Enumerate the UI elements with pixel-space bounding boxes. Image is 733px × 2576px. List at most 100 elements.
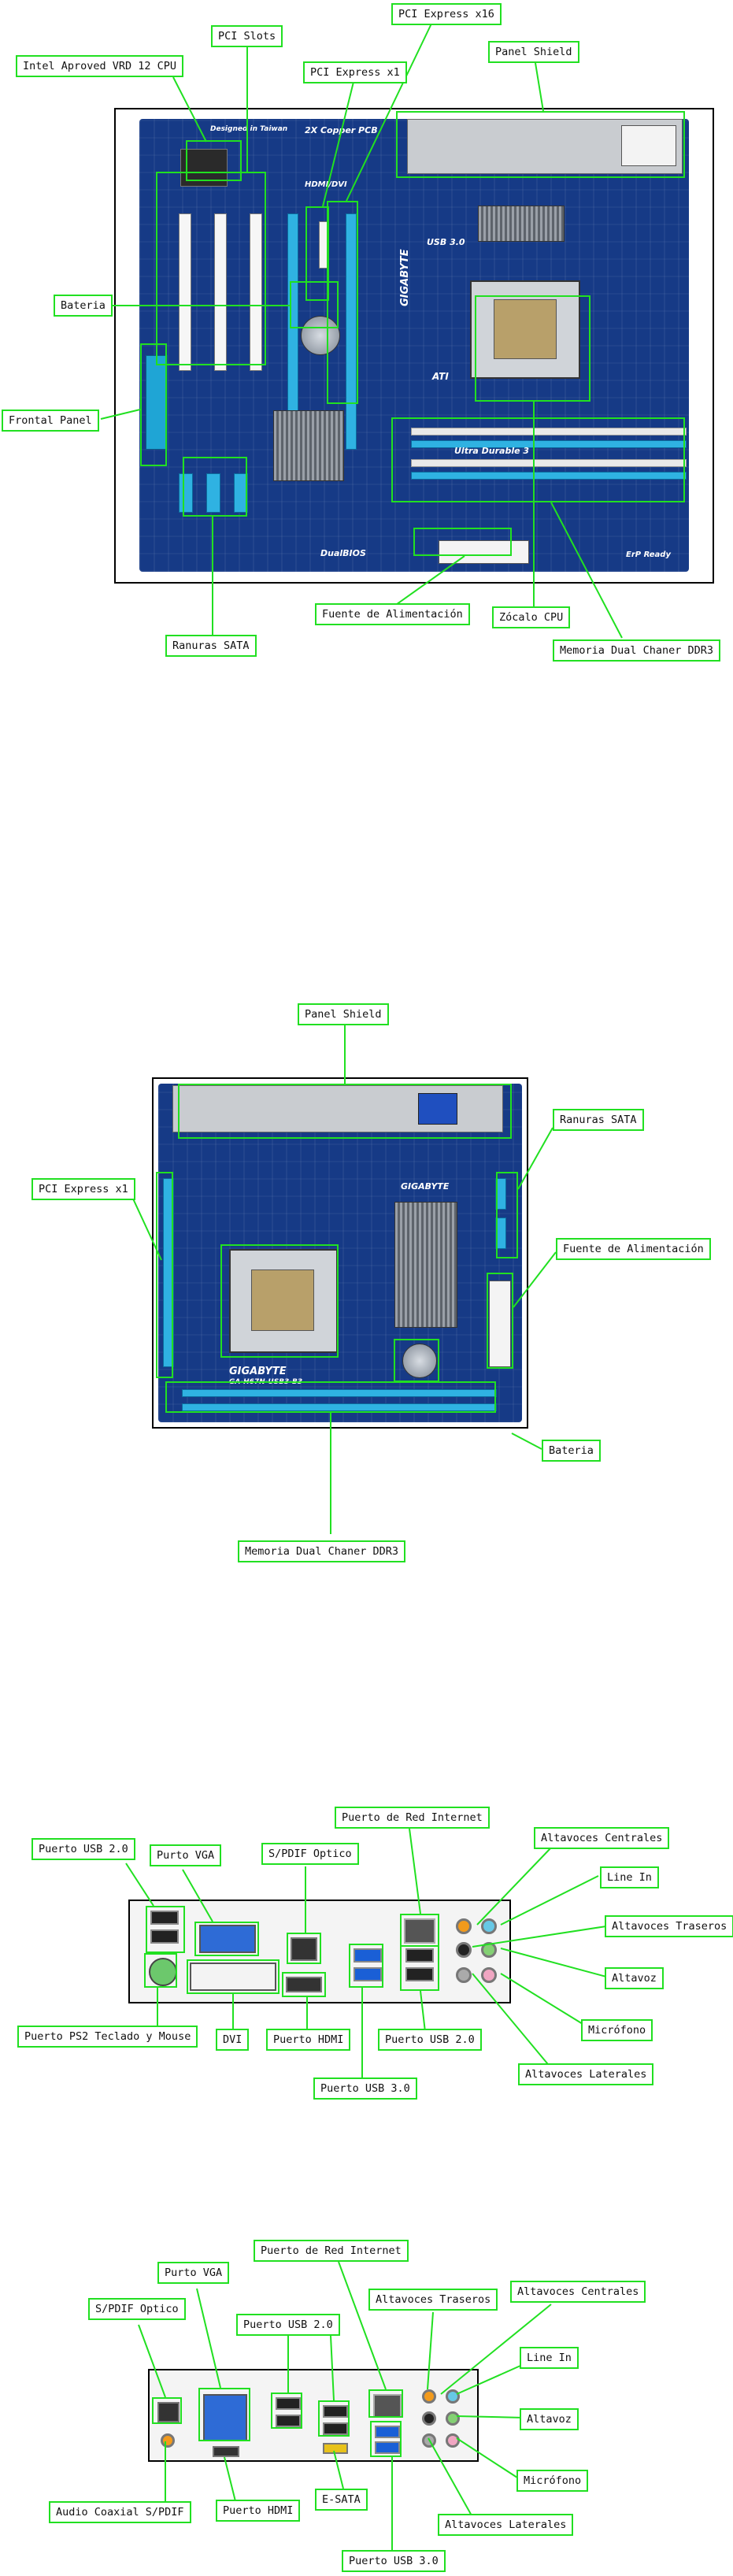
label-usb20-bottom: Puerto USB 2.0: [378, 2029, 482, 2051]
label-pci-x1: PCI Express x1: [303, 61, 407, 83]
cpu-socket: [229, 1249, 338, 1353]
label-ranuras-sata: Ranuras SATA: [553, 1109, 644, 1131]
label-pci-x1: PCI Express x1: [31, 1178, 135, 1200]
hl-vrd-cpu: [186, 140, 242, 181]
hl-cpu-socket: [475, 295, 590, 402]
chipset-heatsink: [273, 410, 344, 481]
board-ultra-durable-text: Ultra Durable 3: [454, 446, 530, 456]
hl-front-panel: [140, 343, 167, 466]
ddr3-slot-1: [182, 1389, 497, 1397]
label-red: Puerto de Red Internet: [335, 1807, 490, 1829]
hl-ps2: [144, 1953, 177, 1988]
usb30-port-1: [354, 1948, 382, 1963]
hl-usb30: [349, 1944, 383, 1988]
label-vga: Purto VGA: [157, 2262, 230, 2284]
sata-port-3: [234, 473, 248, 513]
vga-port: [199, 1925, 256, 1953]
usb20-port-4: [323, 2422, 348, 2435]
board-hdmi-text: HDMI/DVI: [305, 180, 347, 189]
spdif-optical-port: [157, 2402, 180, 2422]
audio-jack-center-orange: [456, 1918, 472, 1934]
hl-vga: [198, 2388, 250, 2441]
pci-slot-3: [250, 213, 262, 371]
pci-slot-1: [179, 213, 191, 371]
hl-hdmi: [282, 1972, 326, 1997]
usb20-port-3: [405, 1948, 434, 1963]
label-usb20: Puerto USB 2.0: [236, 2314, 340, 2336]
usb20-port-2: [150, 1929, 179, 1944]
hl-battery: [394, 1339, 439, 1382]
label-fuente: Fuente de Alimentación: [556, 1238, 711, 1260]
audio-jack-center-orange: [422, 2389, 436, 2404]
hl-power: [413, 528, 512, 556]
label-ranuras-sata: Ranuras SATA: [165, 635, 257, 657]
label-panel-shield: Panel Shield: [298, 1003, 389, 1025]
lan-port: [373, 2394, 402, 2418]
lan-port: [404, 1918, 435, 1944]
audio-jack-speaker-green: [446, 2411, 460, 2426]
ps2-port: [149, 1958, 177, 1986]
label-usb30: Puerto USB 3.0: [342, 2550, 446, 2572]
hl-spdif: [287, 1933, 321, 1964]
label-alt-laterales: Altavoces Laterales: [438, 2514, 574, 2536]
label-cpu-vrd: Intel Aproved VRD 12 CPU: [16, 55, 184, 77]
spdif-optical-port: [291, 1937, 317, 1961]
hl-panel-shield: [396, 111, 685, 178]
label-zocalo: Zócalo CPU: [492, 606, 571, 628]
coaxial-spdif-jack: [161, 2433, 175, 2448]
hl-lan: [368, 2389, 403, 2418]
label-usb20-top: Puerto USB 2.0: [31, 1838, 135, 1860]
ddr3-slot-1: [411, 428, 687, 436]
hl-sata: [496, 1172, 518, 1258]
vga-port: [621, 125, 676, 166]
usb20-port-2: [276, 2415, 301, 2427]
audio-jack-rear-black: [422, 2411, 436, 2426]
label-red: Puerto de Red Internet: [254, 2240, 409, 2262]
audio-jack-mic-pink: [481, 1967, 497, 1983]
hl-power: [487, 1273, 513, 1369]
vga-port-blue: [418, 1093, 457, 1125]
label-alt-laterales: Altavoces Laterales: [518, 2063, 654, 2085]
hl-ddr3: [391, 417, 685, 502]
usb20-port-3: [323, 2405, 348, 2418]
audio-jack-line-in-blue: [446, 2389, 460, 2404]
hl-pci-slots: [156, 172, 266, 365]
atx-power-connector: [489, 1281, 511, 1367]
audio-jack-line-in-blue: [481, 1918, 497, 1934]
label-altavoz: Altavoz: [605, 1967, 664, 1989]
hl-spdif: [152, 2397, 182, 2424]
hl-usb20: [271, 2393, 302, 2429]
label-bateria: Bateria: [542, 1440, 601, 1462]
audio-jack-side-gray: [422, 2433, 436, 2448]
battery: [402, 1344, 437, 1378]
io-panel-mini-itx: [148, 2369, 479, 2462]
ddr3-slot-2: [411, 440, 687, 448]
chipset-heatsink: [394, 1202, 457, 1328]
hl-panel-shield: [178, 1084, 512, 1139]
label-memoria: Memoria Dual Chaner DDR3: [238, 1540, 406, 1562]
dvi-port: [190, 1963, 276, 1991]
vrm-heatsink: [478, 206, 565, 242]
label-line-in: Line In: [520, 2347, 579, 2369]
hl-cpu-socket: [220, 1244, 339, 1358]
hl-usb20b: [318, 2400, 350, 2437]
label-dvi: DVI: [216, 2029, 250, 2051]
hl-dvi: [187, 1959, 280, 1994]
label-spdif: S/PDIF Optico: [88, 2298, 186, 2320]
label-coaxial: Audio Coaxial S/PDIF: [49, 2501, 191, 2523]
label-pci-x16: PCI Express x16: [391, 3, 502, 25]
hl-vga: [194, 1922, 259, 1956]
board-copper-text: 2X Copper PCB: [305, 125, 378, 135]
label-alt-centrales: Altavoces Centrales: [534, 1827, 670, 1849]
hl-pcie-x1: [156, 1172, 173, 1378]
board-erp-text: ErP Ready: [626, 550, 671, 559]
pcie-x16-slot-2: [346, 213, 357, 450]
sata-port-1: [495, 1178, 506, 1210]
label-hdmi: Puerto HDMI: [266, 2029, 351, 2051]
usb30-port-2: [375, 2441, 400, 2454]
label-microfono: Micrófono: [516, 2470, 589, 2492]
pci-slot-2: [214, 213, 227, 371]
label-line-in: Line In: [600, 1866, 659, 1888]
label-pci-slots: PCI Slots: [211, 25, 283, 47]
audio-jack-speaker-green: [481, 1942, 497, 1958]
